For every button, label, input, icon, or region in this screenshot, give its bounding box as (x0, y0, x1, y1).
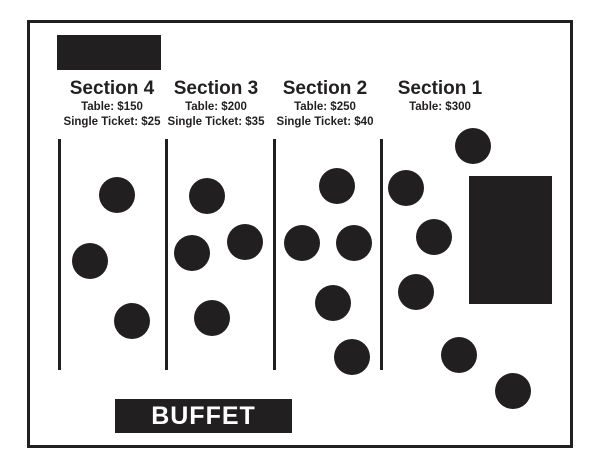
section-2-single-ticket: Single Ticket: $40 (276, 115, 374, 128)
table-circle-section-2 (319, 168, 355, 204)
section-1-header: Section 1 Table: $300 (398, 79, 482, 116)
table-circle-section-1 (388, 170, 424, 206)
section-2-table-price: Table: $250 (294, 100, 356, 113)
table-circle-section-4 (99, 177, 135, 213)
section-2-header: Section 2 Table: $250 Single Ticket: $40 (277, 79, 374, 128)
section-3-single-ticket: Single Ticket: $35 (167, 115, 265, 128)
table-circle-section-1 (455, 128, 491, 164)
table-circle-section-1 (495, 373, 531, 409)
section-divider (273, 139, 276, 370)
table-circle-section-3 (227, 224, 263, 260)
table-circle-section-2 (336, 225, 372, 261)
table-circle-section-1 (416, 219, 452, 255)
table-circle-section-2 (315, 285, 351, 321)
section-4-table-price: Table: $150 (81, 100, 143, 113)
section-divider (380, 139, 383, 370)
section-1-title: Section 1 (397, 78, 483, 99)
section-4-title: Section 4 (69, 78, 155, 99)
section-1-table-price: Table: $300 (409, 100, 471, 113)
buffet-sign: BUFFET (115, 399, 292, 433)
section-2-title: Section 2 (282, 78, 368, 99)
buffet-label: BUFFET (151, 401, 256, 430)
stage-block (57, 35, 161, 70)
table-circle-section-3 (194, 300, 230, 336)
table-circle-section-1 (398, 274, 434, 310)
section-4-single-ticket: Single Ticket: $25 (63, 115, 161, 128)
section-3-title: Section 3 (173, 78, 259, 99)
table-circle-section-2 (284, 225, 320, 261)
table-circle-section-4 (72, 243, 108, 279)
table-circle-section-1 (441, 337, 477, 373)
section-3-header: Section 3 Table: $200 Single Ticket: $35 (168, 79, 265, 128)
section-divider (165, 139, 168, 370)
head-table-block (469, 176, 552, 304)
section-3-table-price: Table: $200 (185, 100, 247, 113)
table-circle-section-3 (189, 178, 225, 214)
section-divider (58, 139, 61, 370)
table-circle-section-3 (174, 235, 210, 271)
table-circle-section-4 (114, 303, 150, 339)
venue-border (27, 20, 573, 448)
table-circle-section-2 (334, 339, 370, 375)
section-4-header: Section 4 Table: $150 Single Ticket: $25 (64, 79, 161, 128)
